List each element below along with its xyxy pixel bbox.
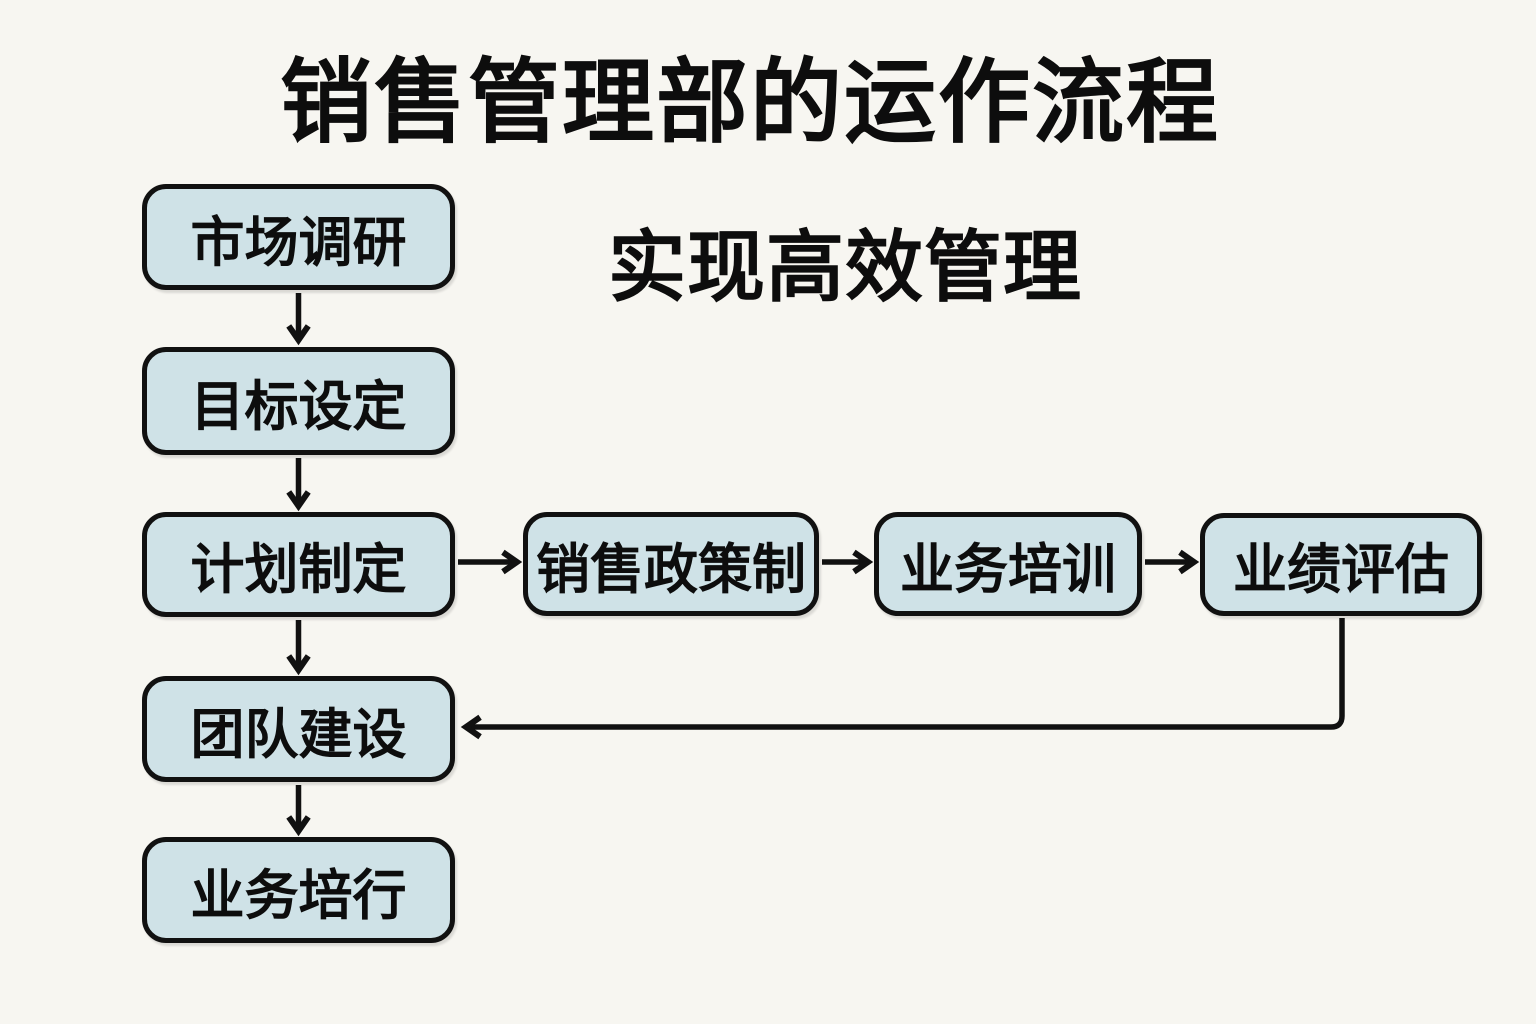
node-market-research-label: 市场调研 <box>190 212 407 273</box>
arrow-eval-feedback-to-team <box>460 618 1345 740</box>
node-sales-policy-label: 销售政策制 <box>536 539 806 600</box>
node-market-research[interactable]: 市场调研 <box>142 184 455 290</box>
node-business-training-label: 业务培训 <box>900 539 1116 600</box>
node-plan-making-label: 计划制定 <box>190 540 407 600</box>
node-business-execution[interactable]: 业务培行 <box>142 837 455 943</box>
node-sales-policy[interactable]: 销售政策制 <box>523 512 819 616</box>
node-business-training[interactable]: 业务培训 <box>874 512 1142 616</box>
node-goal-setting[interactable]: 目标设定 <box>142 347 455 455</box>
node-goal-setting-label: 目标设定 <box>190 376 407 437</box>
node-team-building-label: 团队建设 <box>190 704 407 765</box>
node-performance-eval-label: 业绩评估 <box>1233 540 1449 600</box>
node-business-execution-label: 业务培行 <box>190 865 407 926</box>
node-plan-making[interactable]: 计划制定 <box>142 512 455 617</box>
node-team-building[interactable]: 团队建设 <box>142 676 455 782</box>
page-title: 销售管理部的运作流程 <box>279 52 1220 154</box>
page-subtitle: 实现高效管理 <box>607 223 1082 311</box>
node-performance-eval[interactable]: 业绩评估 <box>1200 513 1482 616</box>
